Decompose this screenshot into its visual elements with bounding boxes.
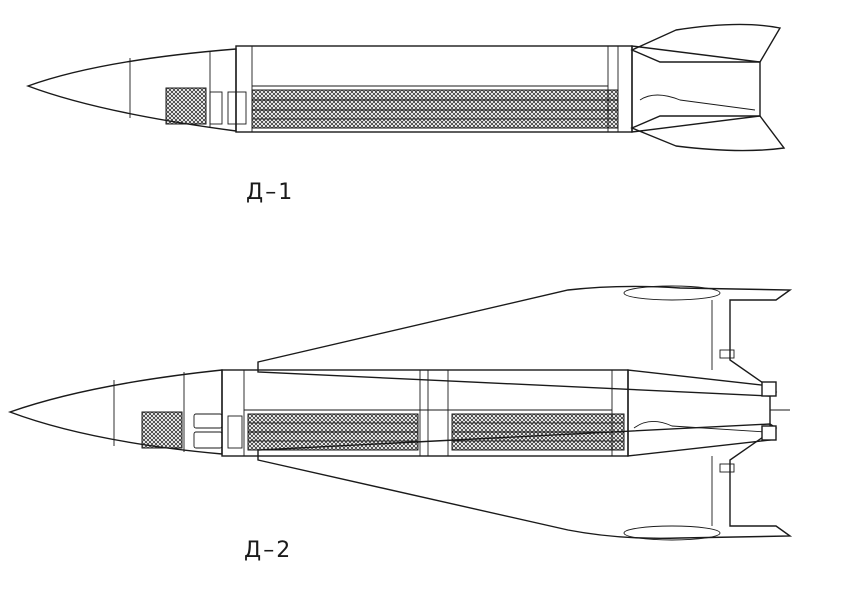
d2-tip-pod-upper (623, 285, 721, 301)
d2-avionics-box (193, 431, 223, 449)
d2-actuator (719, 349, 735, 359)
d2-wing-upper (257, 285, 793, 397)
d2-payload-net (141, 411, 183, 449)
d2-nozzle-line (633, 421, 767, 433)
d2-wing-lower (257, 423, 793, 540)
d1-nozzle-line (639, 94, 756, 111)
d1-propellant-grain (251, 89, 619, 129)
d2-tail-fitting (761, 381, 777, 397)
d2-tip-pod-lower (623, 525, 721, 541)
d2-actuator (719, 463, 735, 473)
d1-fin-lower (630, 115, 786, 152)
d1-fin-upper (630, 23, 782, 63)
d2-nose-cone (7, 369, 223, 455)
d2-avionics-box (227, 415, 243, 449)
diagram-label-d2: Д–2 (244, 538, 293, 563)
d2-tail-fitting (761, 425, 777, 441)
diagram-label-d1: Д–1 (246, 180, 295, 205)
d1-avionics-box (227, 91, 247, 125)
rocket-d2 (7, 285, 793, 541)
d1-avionics-box (209, 91, 223, 125)
d1-payload-net (165, 87, 207, 125)
d2-avionics-box (193, 413, 223, 429)
d2-tail-section (627, 369, 771, 457)
rocket-d1 (25, 23, 786, 152)
